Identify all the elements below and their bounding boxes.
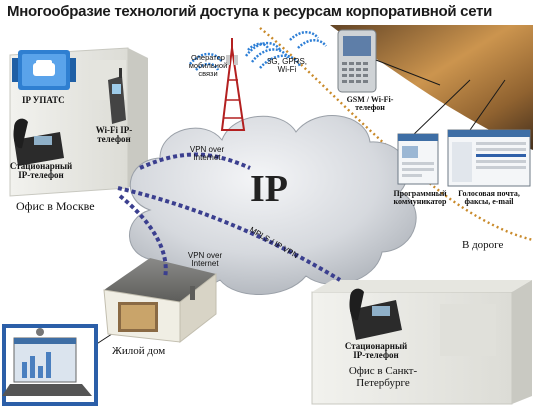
road-photo	[330, 25, 533, 150]
network-links	[117, 152, 342, 282]
spb-caption: Офис в Санкт-Петербурге	[348, 365, 418, 389]
gsm-label: GSM / Wi-Fi-телефон	[346, 95, 394, 113]
vpn-bottom-label: VPN over Internet	[187, 251, 223, 269]
page-title: Многообразие технологий доступа к ресурс…	[7, 3, 493, 20]
voicemail-label: Голосовая почта, факсы, e-mail	[458, 189, 520, 207]
link-moscow-vpn	[139, 152, 251, 170]
moscow-caption: Офис в Москве	[16, 199, 95, 213]
road-area	[259, 25, 533, 242]
wireless-label: 3G, GPRS, Wi-Fi	[266, 57, 307, 75]
pbx-device-icon	[12, 50, 76, 90]
home-laptop-icon	[2, 324, 98, 406]
cloud-ip-label: IP	[250, 168, 288, 210]
connector-lines	[94, 59, 506, 346]
gsm-phone-icon	[337, 29, 377, 93]
moscow-desk-phone-icon	[13, 118, 64, 166]
wifi-phone-icon	[108, 68, 126, 124]
moscow-desk-phone-label: Стационарный IP-телефон	[9, 161, 73, 181]
home-caption: Жилой дом	[112, 345, 166, 357]
soft-communicator-window	[397, 133, 439, 185]
operator-label: Оператор мобильной связи	[188, 53, 228, 78]
wifi-phone-label: Wi-Fi IP-телефон	[95, 125, 133, 145]
spb-desk-phone-label: Стационарный IP-телефон	[344, 341, 408, 361]
link-moscow-mpls	[117, 186, 342, 282]
wireless-waves	[189, 31, 327, 71]
antenna-tower-icon	[220, 38, 246, 131]
house-building	[103, 258, 217, 344]
vpn-top-label: VPN over Internet	[189, 145, 225, 163]
soft-communicator-label: Программный коммуникатор	[393, 189, 447, 207]
road-caption: В дороге	[462, 239, 504, 251]
voicemail-window	[447, 129, 531, 187]
pbx-label: IP УПАТС	[22, 95, 65, 105]
spb-desk-phone-icon	[349, 288, 402, 340]
